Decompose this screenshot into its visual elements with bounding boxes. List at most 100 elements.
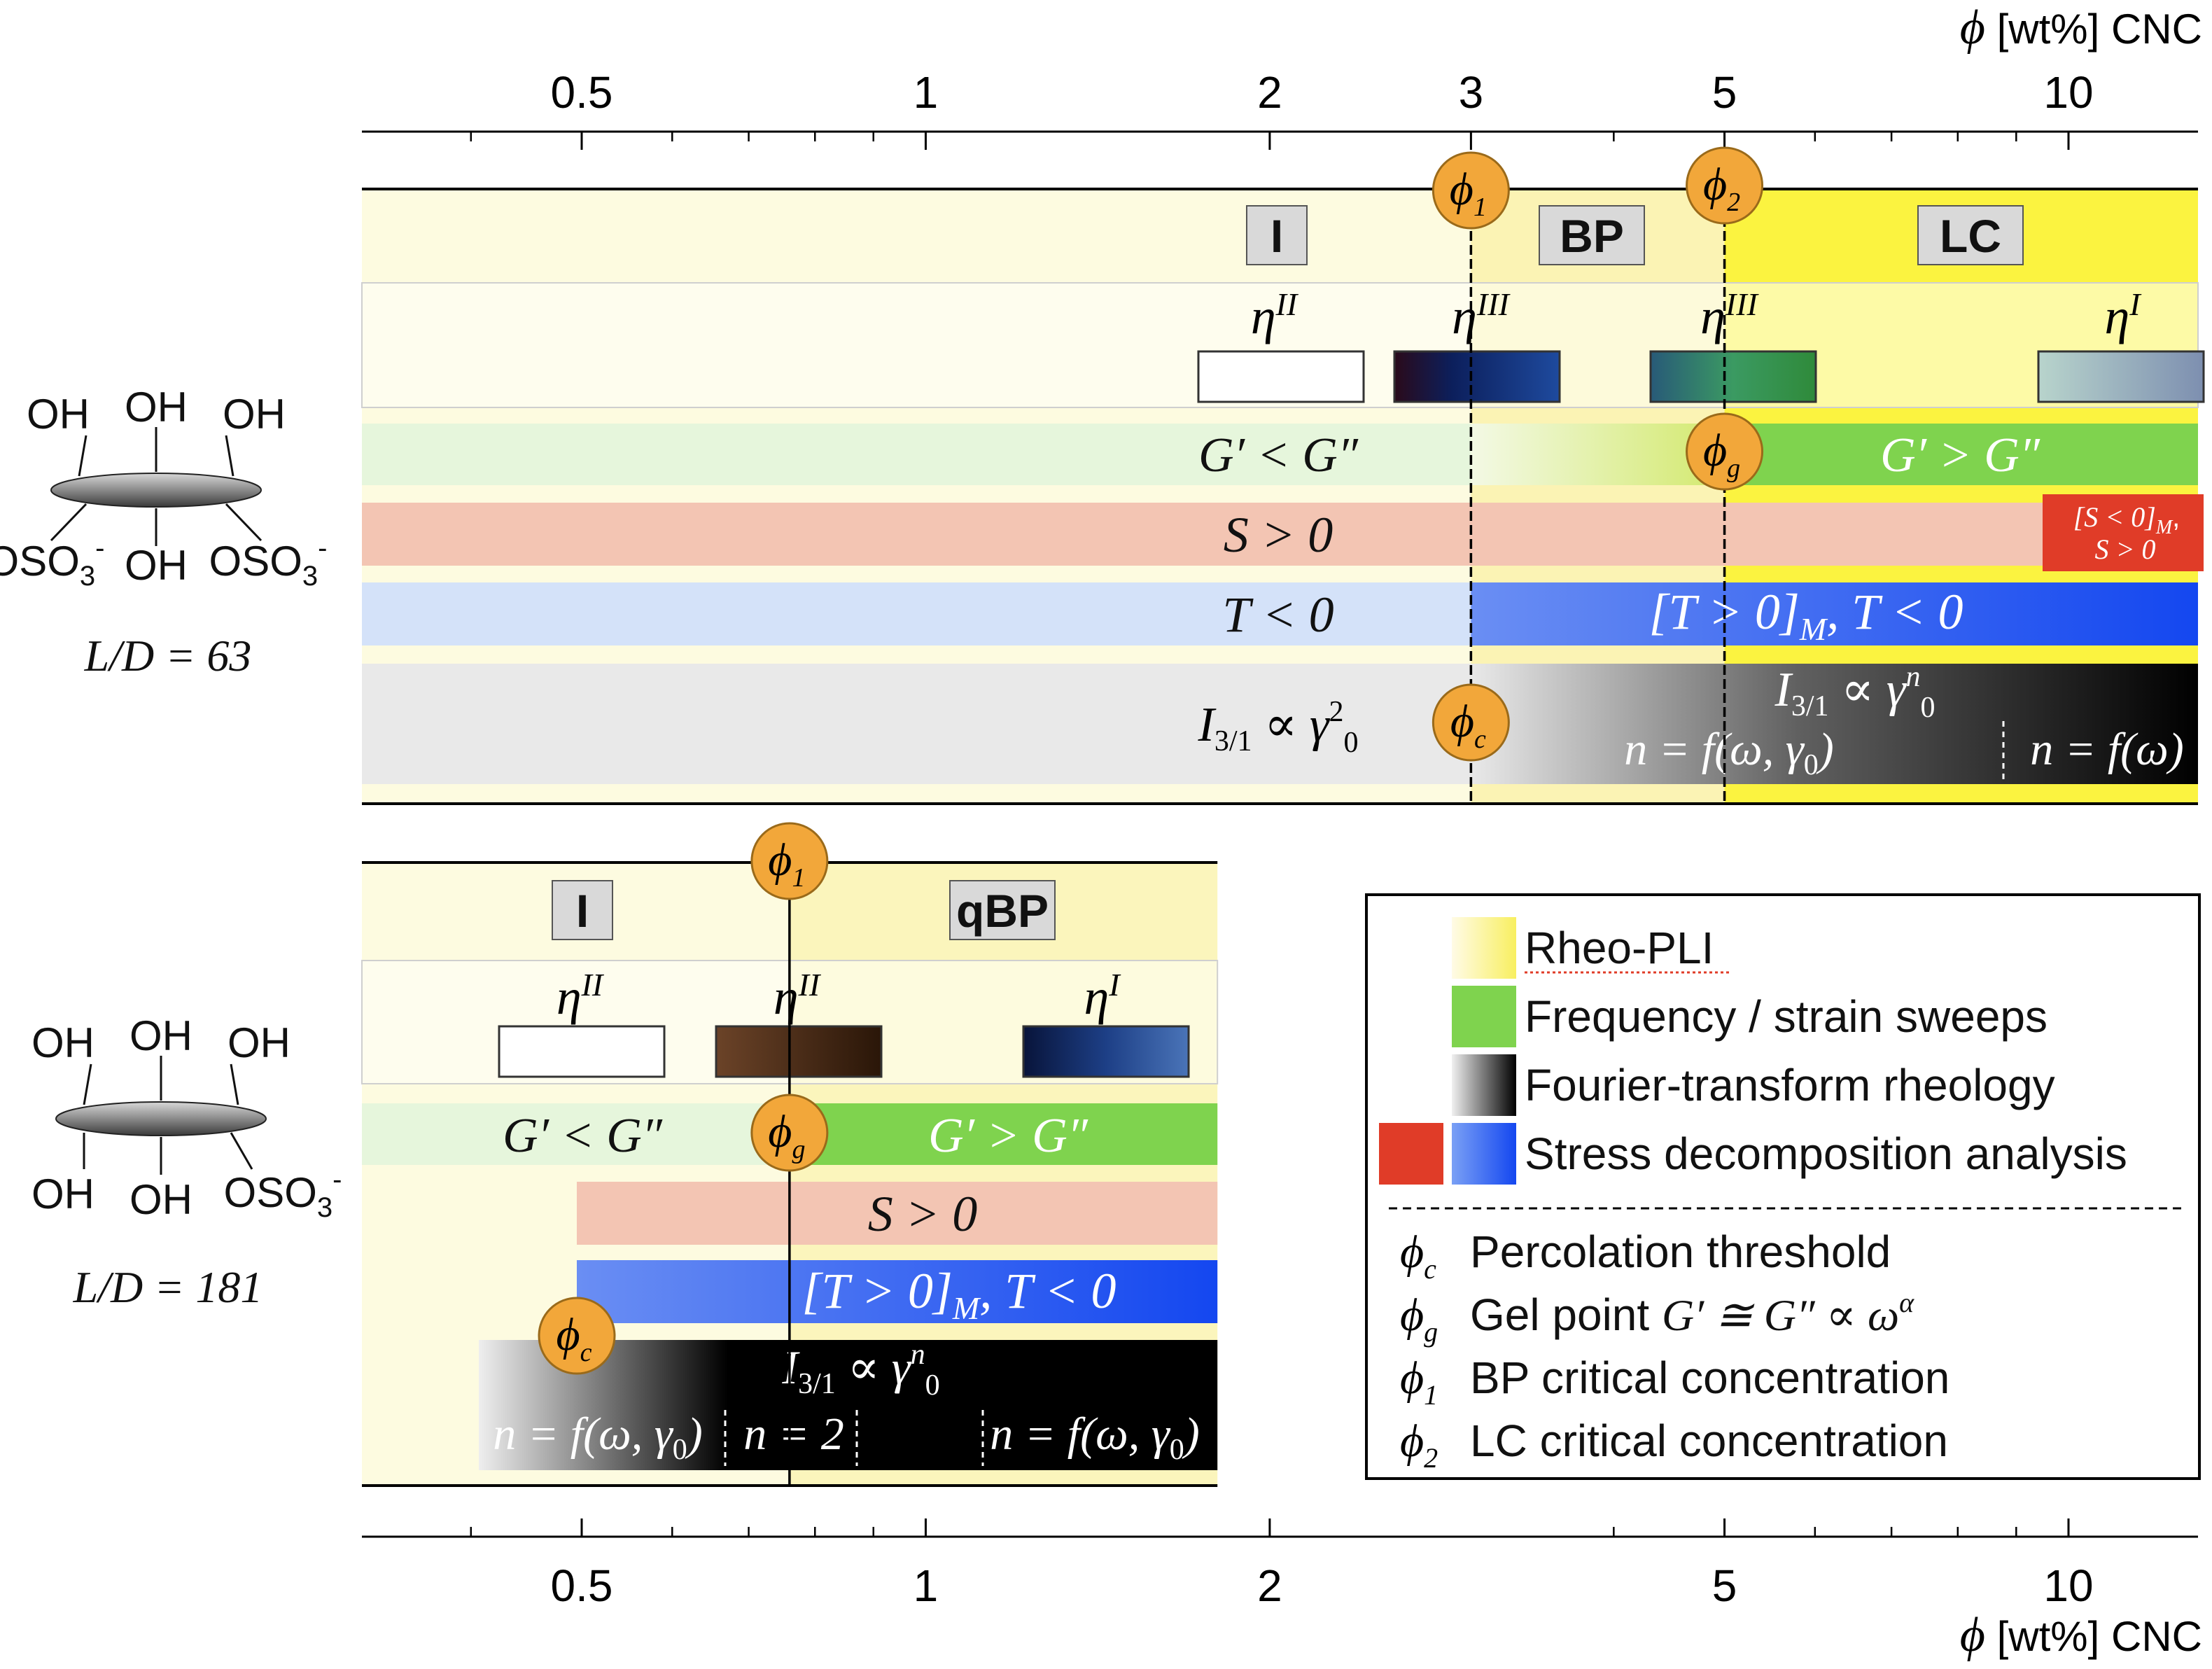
bottom-axis-tick-label: 0.5	[551, 1560, 613, 1611]
molecule-bottom-oh: OH	[31, 1171, 94, 1217]
molecule-top-bond	[78, 435, 88, 477]
bottom-axis-tick-label: 2	[1257, 1560, 1282, 1611]
top-axis-tick-label: 2	[1257, 67, 1282, 118]
ft-row-left-label: I3/1 ∝ γ20	[1198, 696, 1359, 759]
moduli-row-above-bottom	[789, 1103, 1218, 1165]
legend-symbol: ϕ2	[1400, 1416, 1438, 1474]
eta-label: ηIII	[1700, 286, 1759, 344]
molecule-bottom-oh: OH	[130, 1176, 192, 1223]
moduli-row-transition	[1471, 424, 1725, 485]
legend-symbol: ϕ1	[1400, 1353, 1438, 1411]
legend-swatch-sda-blue	[1452, 1123, 1516, 1185]
s-row-inset-line1: [S < 0]M,	[2073, 501, 2180, 538]
t-row-label-bottom: [T > 0]M, T < 0	[802, 1263, 1116, 1326]
phase-label-I-box	[1246, 205, 1308, 265]
moduli-above-label: G′ > G″	[1880, 428, 2040, 482]
bottom-axis-tick-label: 5	[1712, 1560, 1737, 1611]
eta-bar-bottom	[1022, 1025, 1190, 1078]
top-axis-tick-label: 10	[2043, 67, 2093, 118]
eta-label-bottom: ηII	[774, 967, 822, 1025]
ft-row-bottom-label-c: n = f(ω, γ0)	[990, 1409, 1199, 1466]
marker-phi2-label: ϕ2	[1703, 159, 1740, 217]
marker-phic-bottom	[538, 1297, 616, 1375]
molecule-bottom-bond	[230, 1132, 253, 1170]
molecule-top-oso3: OSO3-	[0, 533, 104, 592]
legend-swatch-ft	[1452, 1054, 1516, 1116]
phase-label-LC-box	[1917, 205, 2024, 265]
moduli-below-label: G′ < G″	[1198, 428, 1359, 482]
eta-label: ηI	[2104, 286, 2142, 344]
ld-label-top: L/D = 63	[84, 631, 252, 680]
molecule-top-bond	[50, 503, 88, 542]
marker-phic	[1432, 683, 1510, 762]
ft-row-bottom-label-b: n = 2	[743, 1409, 844, 1460]
ft-row-right-top-label: I3/1 ∝ γn0	[1774, 661, 1935, 724]
ft-row-left	[362, 664, 1471, 784]
legend-swatch-sweeps	[1452, 986, 1516, 1047]
s-row-label-bottom: S > 0	[868, 1186, 978, 1242]
marker-phig	[1686, 412, 1764, 491]
legend-definition: Gel point G′ ≅ G″ ∝ ωα	[1470, 1287, 1914, 1340]
eta-label-bottom: ηI	[1084, 967, 1121, 1025]
molecule-bottom-bond	[230, 1063, 239, 1105]
ft-row-right-mid-label: n = f(ω, γ0)	[1624, 724, 1833, 781]
molecule-top-bond	[225, 435, 234, 477]
molecule-bottom-oh: OH	[130, 1012, 192, 1059]
eta-label-bottom: ηII	[556, 967, 605, 1025]
phase-label-BP: BP	[1560, 210, 1624, 262]
ft-row-bottom-top-label: I3/1 ∝ γn0	[781, 1339, 939, 1402]
phase-label-I: I	[1270, 210, 1283, 262]
legend-symbol: ϕc	[1400, 1227, 1436, 1285]
legend-swatch-rheo-pli	[1452, 917, 1516, 979]
t-row-left	[362, 582, 1471, 645]
s-row	[362, 503, 2198, 566]
phase-label-LC: LC	[1940, 210, 2001, 262]
molecule-bottom-oso3: OSO3-	[224, 1164, 342, 1223]
bottom-axis-tick-label: 1	[913, 1560, 939, 1611]
marker-phic-label: ϕc	[1450, 696, 1486, 754]
marker-phi2	[1686, 146, 1764, 225]
top-axis-tick-label: 5	[1712, 67, 1737, 118]
moduli-above-label-bottom: G′ > G″	[928, 1109, 1088, 1163]
ft-row-bottom-black	[728, 1340, 1218, 1470]
phase-label-I-bottom-box	[552, 880, 613, 940]
t-row-right	[1471, 582, 2198, 645]
molecule-bottom-oh: OH	[227, 1019, 290, 1066]
molecule-top-oso3: OSO3-	[209, 533, 328, 592]
phase-label-BP-box	[1539, 205, 1645, 265]
marker-phic-bottom-label: ϕc	[556, 1309, 592, 1367]
s-row-label: S > 0	[1224, 507, 1334, 563]
legend-symbol: ϕg	[1400, 1290, 1438, 1348]
legend-definition: LC critical concentration	[1470, 1416, 1948, 1466]
molecule-bottom-oh: OH	[31, 1019, 94, 1066]
eta-bar-bottom	[715, 1025, 883, 1078]
top-axis-tick-label: 0.5	[551, 67, 613, 118]
marker-phig-bottom	[750, 1094, 829, 1172]
ft-row-right	[1471, 664, 2198, 784]
eta-bar	[1649, 350, 1817, 403]
legend-definition: Percolation threshold	[1470, 1227, 1891, 1277]
s-row-inset	[2043, 494, 2204, 571]
molecule-top-oh: OH	[125, 384, 188, 431]
s-row-bottom	[577, 1182, 1218, 1245]
bottom-axis-tick-label: 10	[2043, 1560, 2093, 1611]
eta-bar	[1393, 350, 1561, 403]
molecule-top-oh: OH	[27, 391, 90, 438]
legend-method-label: Fourier-transform rheology	[1525, 1060, 2055, 1110]
molecule-bottom-ellipse	[55, 1101, 267, 1136]
eta-label: ηII	[1251, 286, 1299, 344]
eta-bar	[2037, 350, 2205, 403]
phase-label-qBP: qBP	[956, 885, 1049, 937]
ld-label-bottom: L/D = 181	[73, 1262, 263, 1312]
marker-phi1-label: ϕ1	[1450, 164, 1487, 222]
ft-row-bottom-label-a: n = f(ω, γ0)	[493, 1409, 702, 1466]
marker-phig-bottom-label: ϕg	[768, 1106, 805, 1164]
molecule-bottom-bond	[83, 1063, 92, 1105]
eta-bar	[1197, 350, 1365, 403]
legend-method-label: Rheo-PLI	[1525, 923, 1714, 973]
marker-phi1-bottom-label: ϕ1	[768, 834, 805, 893]
top-axis-tick-label: 3	[1459, 67, 1484, 118]
legend-method-label: Frequency / strain sweeps	[1525, 991, 2047, 1042]
